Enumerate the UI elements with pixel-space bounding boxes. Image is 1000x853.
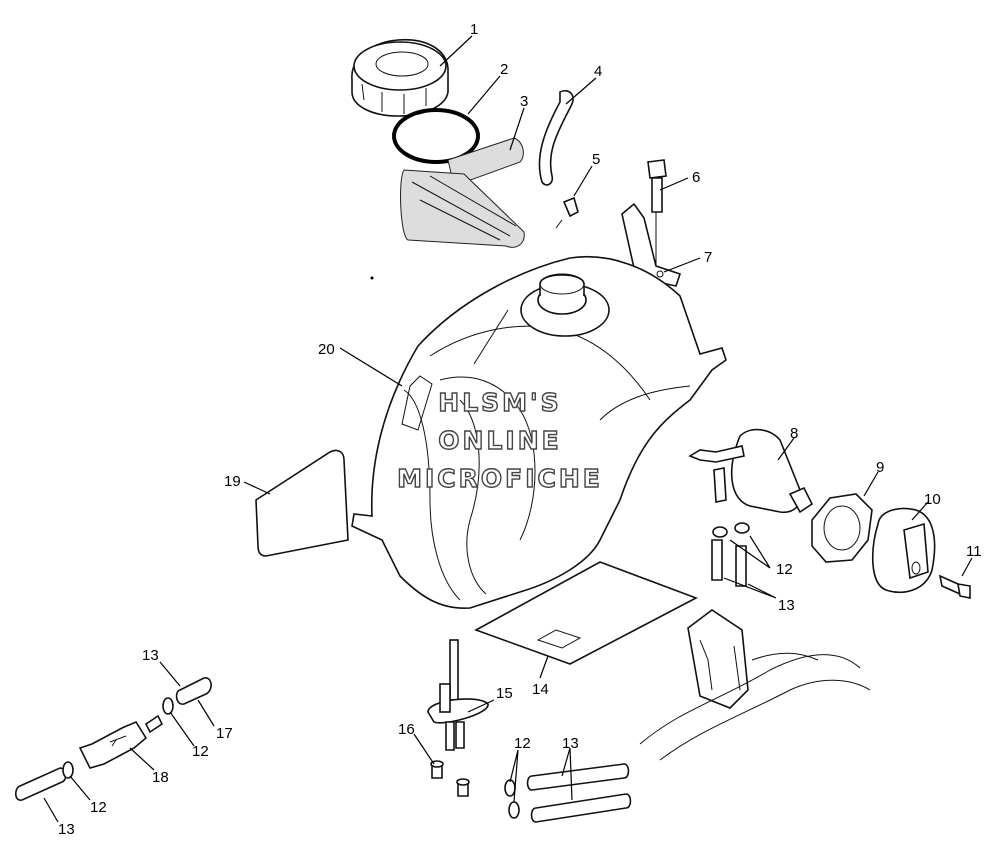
watermark-line-1: HLSM'S [438,387,562,417]
callout-20: 20 [318,341,335,358]
fuel-pump [688,428,814,514]
fuel-cap [351,38,449,117]
heat-shield-plate [474,561,698,665]
stray-dot [370,276,374,280]
bolt [647,159,667,270]
o-ring [392,108,480,164]
callout-13-filter-bottom: 13 [58,821,75,838]
callout-2: 2 [500,61,508,78]
callout-7: 7 [704,249,712,266]
lock-nut [811,493,873,563]
callout-19: 19 [224,473,241,490]
callout-15: 15 [496,685,513,702]
callout-13-lower: 13 [562,735,579,752]
callout-3: 3 [520,93,528,110]
callout-12-filter-top: 12 [192,743,209,760]
watermark-line-3: MICROFICHE [396,463,603,493]
vent-hose [538,89,574,186]
vent-fitting [555,196,579,229]
petcock-knob [871,507,936,594]
callout-12-pump: 12 [776,561,793,578]
watermark-line-2: ONLINE [438,425,562,455]
lower-hoses [504,763,632,823]
callout-8: 8 [790,425,798,442]
frame-section [639,609,871,761]
callout-9: 9 [876,459,884,476]
callout-18: 18 [152,769,169,786]
screw [938,574,971,599]
tank-pad [255,449,349,557]
leader-lines [43,35,973,823]
foam-pads [400,137,525,248]
callout-13-filter-top: 13 [142,647,159,664]
callout-1: 1 [470,21,478,38]
fuel-filter-assembly [14,677,212,801]
callout-11: 11 [966,543,982,560]
callout-12-filter-bottom: 12 [90,799,107,816]
valve-screws [430,760,470,797]
callout-10: 10 [924,491,941,508]
callout-6: 6 [692,169,700,186]
fuel-tank [351,255,727,609]
callout-14: 14 [532,681,549,698]
callout-13-pump: 13 [778,597,795,614]
callout-4: 4 [594,63,602,80]
fuel-valve [427,639,489,751]
callout-17: 17 [216,725,233,742]
pump-hose-clamps [711,522,750,587]
callout-numbers: 1 2 3 4 5 6 7 8 9 10 11 12 13 14 15 16 1… [58,21,982,838]
callout-5: 5 [592,151,600,168]
callout-16: 16 [398,721,415,738]
callout-12-lower: 12 [514,735,531,752]
